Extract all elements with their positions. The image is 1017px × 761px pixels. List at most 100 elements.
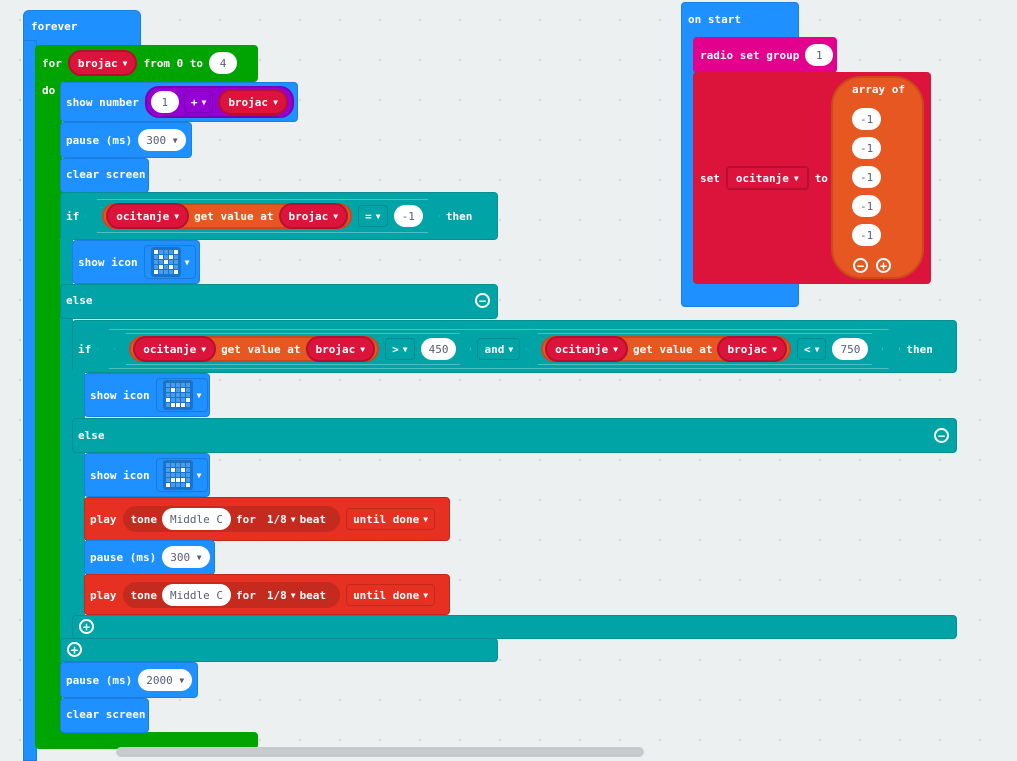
else-bar [60, 284, 498, 319]
pause-label: pause (ms) [66, 133, 133, 147]
value-input[interactable]: -1 [394, 205, 423, 227]
index-variable-dropdown[interactable]: brojac▼ [279, 203, 349, 229]
clear-screen-block[interactable] [60, 698, 149, 733]
mode: until done [353, 588, 420, 602]
value-input[interactable]: 450 [421, 338, 457, 360]
note-input[interactable]: Middle C [162, 584, 231, 606]
pause-dropdown[interactable]: 300 ▼ [162, 546, 210, 568]
and-dropdown[interactable]: and▼ [477, 338, 520, 360]
array-variable-dropdown[interactable]: ocitanje▼ [106, 203, 189, 229]
play-label: play [90, 512, 117, 526]
forever-label: forever [31, 20, 78, 33]
add-else-if-icon[interactable]: + [79, 619, 94, 634]
for-to-input[interactable]: 4 [209, 52, 238, 74]
dropdown-arrow-icon: ▼ [273, 97, 278, 107]
to-label: to [814, 171, 828, 185]
pause-dropdown[interactable]: 2000 ▼ [138, 669, 193, 691]
comparison-dropdown[interactable]: <▼ [797, 338, 826, 360]
and-block[interactable]: ocitanje▼ get value at brojac▼ >▼ 450 an… [97, 329, 900, 369]
var-name: brojac [288, 209, 329, 223]
dropdown-arrow-icon: ▼ [196, 390, 202, 400]
play-label: play [90, 588, 117, 602]
nested-if-block[interactable] [72, 320, 957, 373]
sad-icon [162, 460, 193, 490]
dropdown-arrow-icon: ▼ [122, 58, 128, 68]
nested-else-bar [72, 418, 957, 453]
horizontal-scrollbar[interactable] [116, 747, 644, 757]
else-label: else [66, 294, 93, 307]
op: > [392, 342, 399, 356]
beat-dropdown[interactable]: 1/8▼beat [261, 508, 332, 530]
nested-if-bottom [72, 615, 957, 639]
operator-dropdown[interactable]: +▼ [183, 91, 214, 113]
array-get-block[interactable]: ocitanje▼ get value at brojac▼ [541, 336, 791, 362]
array-variable-dropdown[interactable]: ocitanje▼ [545, 336, 628, 362]
less-than-block[interactable]: ocitanje▼ get value at brojac▼ <▼ 750 [526, 333, 883, 365]
var-name: ocitanje [735, 171, 789, 185]
if-label: if [78, 342, 92, 356]
array-item-input[interactable]: -1 [852, 166, 882, 188]
icon-dropdown[interactable]: ▼ [143, 245, 197, 279]
array-get-block[interactable]: ocitanje▼ get value at brojac▼ [129, 336, 379, 362]
remove-else-icon[interactable]: − [475, 293, 490, 308]
beat-label: beat [299, 512, 327, 526]
note-input[interactable]: Middle C [162, 508, 231, 530]
dropdown-arrow-icon: ▼ [290, 514, 296, 524]
get-value-label: get value at [221, 342, 301, 356]
set-label: set [700, 171, 720, 185]
play-mode-dropdown[interactable]: until done▼ [346, 584, 436, 606]
value-input[interactable]: 750 [832, 338, 868, 360]
var-name: ocitanje [116, 209, 170, 223]
icon-dropdown[interactable]: ▼ [155, 458, 209, 492]
var-name: brojac [315, 342, 356, 356]
dropdown-arrow-icon: ▼ [793, 173, 799, 183]
array-item-input[interactable]: -1 [852, 108, 882, 130]
variable-dropdown[interactable]: brojac ▼ [218, 89, 288, 115]
icon-dropdown[interactable]: ▼ [155, 378, 209, 412]
array-get-block[interactable]: ocitanje▼ get value at brojac▼ [102, 203, 352, 229]
number-input[interactable]: 1 [150, 91, 179, 113]
array-item-input[interactable]: -1 [852, 224, 882, 246]
tone-block[interactable]: tone Middle C for 1/8▼beat [122, 506, 341, 532]
if-bottom [60, 638, 498, 662]
remove-item-icon[interactable]: − [853, 258, 868, 273]
math-add-block[interactable]: 1 +▼ brojac ▼ [144, 86, 294, 118]
array-item-input[interactable]: -1 [852, 137, 882, 159]
add-else-if-icon[interactable]: + [67, 642, 82, 657]
comparison-dropdown[interactable]: =▼ [358, 205, 387, 227]
array-variable-dropdown[interactable]: ocitanje▼ [133, 336, 216, 362]
compare-block[interactable]: ocitanje▼ get value at brojac▼ =▼ -1 [85, 199, 440, 233]
forever-block[interactable] [23, 10, 141, 50]
beat: 1/8 [266, 512, 287, 526]
index-variable-dropdown[interactable]: brojac▼ [306, 336, 376, 362]
dropdown-arrow-icon: ▼ [184, 257, 190, 267]
else-label: else [78, 429, 105, 442]
play-mode-dropdown[interactable]: until done▼ [346, 508, 436, 530]
if-arm [60, 238, 73, 662]
for-from-label: from 0 to [143, 56, 204, 70]
dropdown-arrow-icon: ▼ [814, 344, 820, 354]
then-label: then [445, 209, 473, 223]
remove-else-icon[interactable]: − [934, 428, 949, 443]
do-label: do [42, 84, 56, 97]
add-item-icon[interactable]: + [876, 258, 891, 273]
var-name: ocitanje [555, 342, 609, 356]
comparison-dropdown[interactable]: >▼ [385, 338, 414, 360]
for-variable-dropdown[interactable]: brojac▼ [67, 50, 138, 76]
index-variable-dropdown[interactable]: brojac▼ [717, 336, 787, 362]
show-icon-label: show icon [90, 468, 150, 482]
group-input[interactable]: 1 [805, 44, 834, 66]
var-name: brojac [727, 342, 768, 356]
tone-block[interactable]: tone Middle C for 1/8▼beat [122, 582, 341, 608]
show-icon-label: show icon [78, 255, 138, 269]
show-number-label: show number [66, 95, 139, 109]
op: = [365, 209, 372, 223]
array-item-input[interactable]: -1 [852, 195, 882, 217]
dropdown-arrow-icon: ▼ [196, 470, 202, 480]
variable-dropdown[interactable]: ocitanje ▼ [725, 166, 809, 190]
pause-dropdown[interactable]: 300 ▼ [138, 129, 186, 151]
greater-than-block[interactable]: ocitanje▼ get value at brojac▼ >▼ 450 [114, 333, 471, 365]
for-bottom [35, 732, 258, 749]
beat-dropdown[interactable]: 1/8▼beat [261, 584, 332, 606]
var-name: brojac [228, 95, 269, 109]
